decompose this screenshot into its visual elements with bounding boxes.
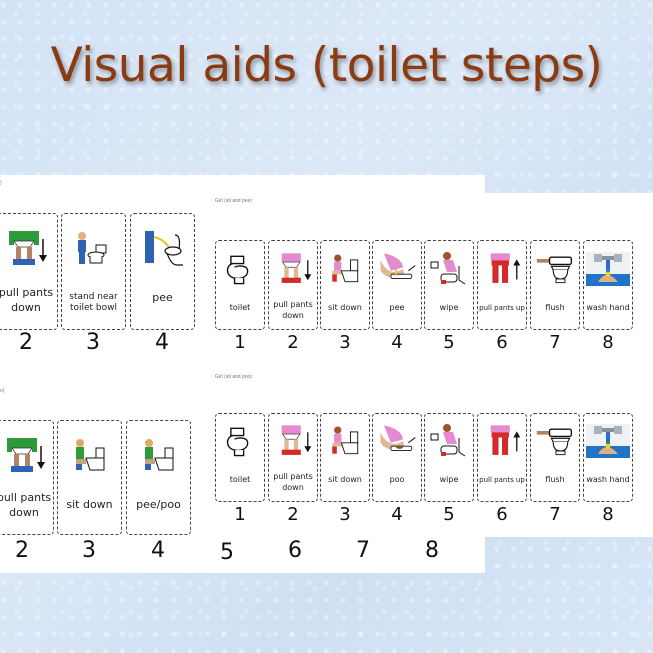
step-card-wipe: wipe bbox=[424, 240, 474, 330]
step-label: flush bbox=[545, 474, 565, 484]
boy-pee-caption: ) bbox=[0, 180, 2, 186]
sit-down-girl-icon bbox=[331, 426, 359, 455]
step-card-wipe: wipe bbox=[424, 413, 474, 502]
step-card-pull-pants-down: pull pants down bbox=[0, 213, 58, 330]
step-number: 1 bbox=[234, 332, 246, 353]
step-card-sit-down: sit down bbox=[320, 240, 370, 330]
step-number: 4 bbox=[391, 332, 403, 353]
step-card-pee-poo: pee/poo bbox=[126, 420, 191, 535]
sit-down-boy-icon bbox=[75, 438, 104, 471]
step-label: wash hand bbox=[586, 302, 630, 312]
wash-hand-icon bbox=[586, 424, 630, 459]
step-label: flush bbox=[545, 302, 565, 312]
pee-girl-icon bbox=[379, 251, 417, 279]
step-label: pull pants down bbox=[273, 472, 313, 492]
step-number: 5 bbox=[220, 540, 234, 565]
step-label: pull pants down bbox=[0, 491, 52, 519]
flush-icon bbox=[535, 254, 574, 284]
step-label: toilet bbox=[229, 302, 251, 312]
step-card-pee: pee bbox=[372, 240, 422, 330]
step-number: 5 bbox=[443, 504, 455, 525]
step-number: 6 bbox=[496, 504, 508, 525]
step-number: 4 bbox=[151, 538, 165, 563]
step-label: pull pants down bbox=[273, 300, 313, 320]
step-number: 6 bbox=[288, 538, 302, 563]
step-number: 3 bbox=[86, 330, 100, 355]
step-number: 2 bbox=[15, 538, 29, 563]
step-label: pee/poo bbox=[136, 497, 181, 511]
step-number: 3 bbox=[339, 504, 351, 525]
step-label: wipe bbox=[439, 302, 459, 312]
step-number: 4 bbox=[391, 504, 403, 525]
step-card-pull-pants-down: pull pants down bbox=[268, 240, 318, 330]
girl-poo-caption: Girl (sit and poo) bbox=[215, 374, 252, 380]
toilet-icon bbox=[226, 427, 249, 457]
step-number: 4 bbox=[155, 330, 169, 355]
step-label: stand near toilet bowl bbox=[69, 291, 118, 314]
boy-poo-caption: o) bbox=[0, 388, 5, 394]
step-number: 8 bbox=[602, 504, 614, 525]
step-card-poo: poo bbox=[372, 413, 422, 502]
step-card-sit-down: sit down bbox=[57, 420, 122, 535]
step-card-wash-hand: wash hand bbox=[583, 413, 633, 502]
step-label: poo bbox=[389, 474, 405, 484]
step-label: pee bbox=[389, 302, 405, 312]
pull-pants-down-girl-icon bbox=[281, 252, 312, 284]
step-number: 8 bbox=[425, 538, 439, 563]
wipe-icon bbox=[430, 251, 466, 285]
step-number: 6 bbox=[496, 332, 508, 353]
poo-girl-icon bbox=[379, 425, 416, 452]
step-number: 7 bbox=[549, 504, 561, 525]
flush-icon bbox=[535, 427, 574, 457]
step-label: sit down bbox=[66, 497, 113, 511]
step-number: 3 bbox=[339, 332, 351, 353]
step-card-pull-pants-down: pull pants down bbox=[268, 413, 318, 502]
step-number: 3 bbox=[82, 538, 96, 563]
step-label: sit down bbox=[328, 474, 362, 484]
step-number: 7 bbox=[356, 538, 370, 563]
step-number: 2 bbox=[19, 330, 33, 355]
pull-pants-up-icon bbox=[490, 424, 521, 456]
slide-title: Visual aids (toilet steps) bbox=[50, 38, 603, 93]
step-label: pull pants up bbox=[479, 303, 525, 312]
step-card-pull-pants-up: pull pants up bbox=[477, 240, 527, 330]
step-card-stand-near-toilet: stand near toilet bowl bbox=[61, 213, 126, 330]
pull-pants-down-girl-icon bbox=[281, 424, 312, 456]
step-card-pull-pants-down: pull pants down bbox=[0, 420, 54, 535]
pull-pants-down-icon bbox=[6, 437, 46, 473]
pull-pants-down-icon bbox=[8, 231, 48, 267]
step-card-wash-hand: wash hand bbox=[583, 240, 633, 330]
step-card-sit-down: sit down bbox=[320, 413, 370, 502]
stand-near-toilet-icon bbox=[77, 231, 106, 265]
step-card-toilet: toilet bbox=[215, 240, 265, 330]
step-card-pee: pee bbox=[130, 213, 195, 330]
step-card-flush: flush bbox=[530, 413, 580, 502]
pull-pants-up-icon bbox=[490, 252, 521, 284]
wash-hand-icon bbox=[586, 251, 630, 286]
step-card-toilet: toilet bbox=[215, 413, 265, 502]
step-label: pull pants up bbox=[479, 475, 525, 484]
girl-pee-caption: Girl (sit and pee) bbox=[215, 198, 252, 204]
step-number: 7 bbox=[549, 332, 561, 353]
step-card-pull-pants-up: pull pants up bbox=[477, 413, 527, 502]
step-number: 5 bbox=[443, 332, 455, 353]
step-card-flush: flush bbox=[530, 240, 580, 330]
step-number: 2 bbox=[287, 504, 299, 525]
step-label: pull pants down bbox=[0, 286, 54, 314]
step-number: 1 bbox=[234, 504, 246, 525]
step-label: wipe bbox=[439, 474, 459, 484]
step-label: wash hand bbox=[586, 474, 630, 484]
step-number: 2 bbox=[287, 332, 299, 353]
step-label: toilet bbox=[229, 474, 251, 484]
step-number: 8 bbox=[602, 332, 614, 353]
wipe-icon bbox=[430, 424, 466, 457]
sit-down-girl-icon bbox=[331, 253, 359, 282]
toilet-icon bbox=[226, 255, 249, 284]
step-label: sit down bbox=[328, 302, 362, 312]
pee-poo-boy-icon bbox=[144, 438, 173, 471]
step-label: pee bbox=[152, 290, 173, 304]
pee-standing-icon bbox=[143, 231, 184, 267]
